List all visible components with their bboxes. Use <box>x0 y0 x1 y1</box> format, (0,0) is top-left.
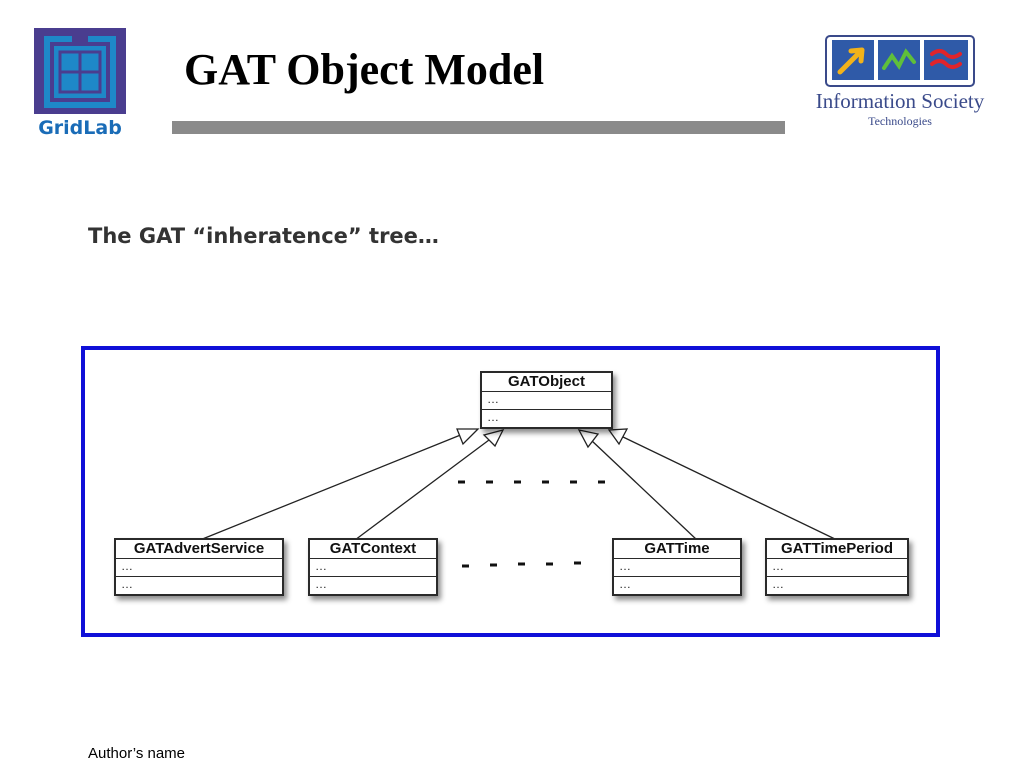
class-operations: … <box>619 577 631 591</box>
inheritance-connectors <box>199 428 838 568</box>
slide-subtitle: The GAT “inheratence” tree… <box>88 224 439 248</box>
connector-gatcontext <box>354 439 490 541</box>
class-attributes: … <box>310 559 436 577</box>
class-attributes: … <box>767 559 907 577</box>
gridlab-logo: GridLab <box>32 26 128 139</box>
ist-logo-line1: Information Society <box>816 89 985 113</box>
ist-logo: Information Society Technologies <box>804 30 996 130</box>
page-title: GAT Object Model <box>184 45 545 94</box>
class-box-gattimeperiod: GATTimePeriod … … <box>765 538 909 596</box>
class-name: GATTimePeriod <box>767 540 907 559</box>
class-operations: … <box>772 577 784 591</box>
class-name: GATAdvertService <box>116 540 282 559</box>
class-operations: … <box>121 577 133 591</box>
class-attributes: … <box>116 559 282 577</box>
class-attributes: … <box>482 392 611 410</box>
class-name: GATObject <box>482 373 611 392</box>
connector-gattimeperiod <box>620 435 838 541</box>
title-rule <box>172 121 785 134</box>
gridlab-logo-text: GridLab <box>38 117 122 138</box>
class-operations: … <box>315 577 327 591</box>
class-name: GATTime <box>614 540 740 559</box>
class-attributes: … <box>614 559 740 577</box>
class-box-gatadvertservice: GATAdvertService … … <box>114 538 284 596</box>
arrowhead-1 <box>456 428 480 446</box>
footer-author: Author’s name <box>88 745 186 762</box>
class-name: GATContext <box>310 540 436 559</box>
arrowhead-4 <box>607 428 629 446</box>
ellipsis-lower <box>462 561 581 568</box>
class-box-gatcontext: GATContext … … <box>308 538 438 596</box>
ist-logo-line2: Technologies <box>868 114 932 128</box>
diagram-frame: GATObject … … GATAdvertService … … GATCo… <box>81 346 940 637</box>
class-operations: … <box>487 410 499 424</box>
arrowhead-3 <box>577 429 600 449</box>
connector-gatadvertservice <box>199 433 464 541</box>
arrowhead-2 <box>482 429 505 448</box>
connector-gattime <box>590 439 698 541</box>
class-box-gatobject: GATObject … … <box>480 371 613 429</box>
class-box-gattime: GATTime … … <box>612 538 742 596</box>
